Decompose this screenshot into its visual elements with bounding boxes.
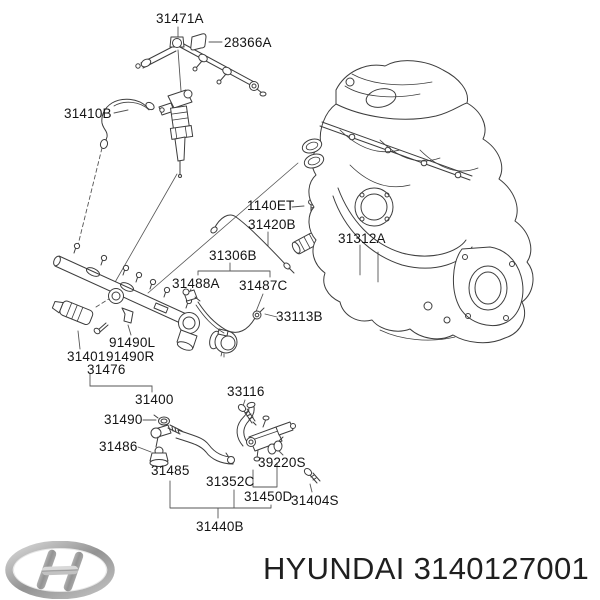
- part-label-31410B: 31410B: [64, 106, 112, 121]
- part-label-31306B: 31306B: [209, 248, 257, 263]
- nut-33113B: [252, 307, 265, 320]
- part-label-31471A: 31471A: [156, 11, 204, 26]
- bolt-91490: [93, 322, 109, 335]
- pressure-sensor-31401: [51, 300, 94, 326]
- part-label-31352C: 31352C: [206, 474, 255, 489]
- part-label-33113B: 33113B: [276, 309, 323, 324]
- bracket-91490LR: [121, 307, 134, 324]
- fuel-injector: [158, 89, 194, 178]
- part-label-31490: 31490: [104, 412, 143, 427]
- part-label-31450D: 31450D: [244, 489, 293, 504]
- pipe-31410B: [99, 98, 155, 149]
- elbow-fitting: [150, 424, 183, 448]
- return-hose-31471A: [135, 36, 267, 97]
- hyundai-logo-icon: [4, 540, 116, 600]
- part-label-1140ET: 1140ET: [247, 198, 295, 213]
- footer-part-reference: HYUNDAI 3140127001: [263, 551, 589, 587]
- part-number: 3140127001: [413, 551, 590, 586]
- return-hose-31487C: [195, 301, 256, 334]
- clip-31352C: [225, 452, 235, 464]
- hose-upper-s: [236, 401, 256, 447]
- part-label-31488A: 31488A: [172, 276, 220, 291]
- part-label-31440B: 31440B: [196, 519, 244, 534]
- part-label-31485: 31485: [151, 463, 190, 478]
- fitting-31488A: [182, 288, 201, 302]
- part-label-31404S: 31404S: [291, 493, 339, 508]
- bolt-33116: [237, 404, 257, 426]
- part-label-28366A: 28366A: [224, 35, 272, 50]
- clip-28366A: [190, 33, 207, 51]
- part-label-31420B: 31420B: [248, 217, 296, 232]
- engine-block: [301, 60, 534, 344]
- pipe-31420B: [210, 214, 295, 274]
- brand-name: HYUNDAI: [263, 551, 405, 586]
- clamp-31490: [153, 414, 170, 426]
- part-label-91490R: 91490R: [106, 349, 155, 364]
- part-label-31401: 31401: [67, 349, 106, 364]
- diagram-drawing: [51, 26, 534, 519]
- holder-31486: [149, 446, 169, 467]
- part-label-33116: 33116: [227, 384, 265, 399]
- part-label-39220S: 39220S: [258, 455, 306, 470]
- bolt-31404S: [303, 468, 321, 484]
- part-label-31487C: 31487C: [239, 278, 288, 293]
- part-label-31400: 31400: [135, 392, 174, 407]
- part-label-31312A: 31312A: [338, 231, 386, 246]
- pump-31402: [209, 328, 238, 357]
- hose-31485: [175, 429, 234, 465]
- part-label-31486: 31486: [99, 439, 138, 454]
- part-label-91490L: 91490L: [109, 335, 156, 350]
- part-label-31476: 31476: [87, 362, 126, 377]
- valve-39220S: [246, 415, 296, 462]
